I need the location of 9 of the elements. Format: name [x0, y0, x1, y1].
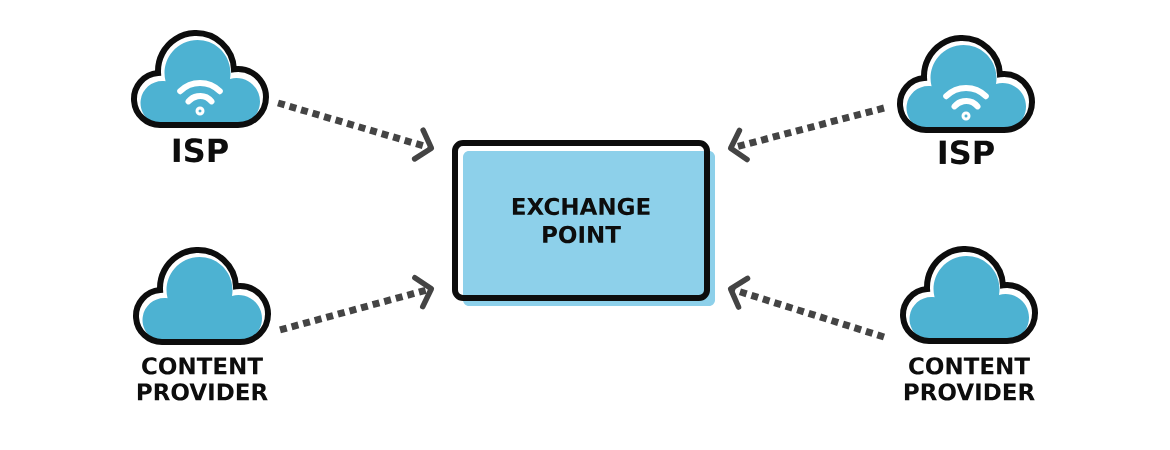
cloud-label: CONTENT PROVIDER: [137, 357, 268, 401]
cloud-label: CONTENT PROVIDER: [904, 357, 1035, 401]
dotted-arrow: [279, 274, 435, 334]
dotted-arrow: [727, 104, 885, 163]
dotted-arrow: [727, 275, 886, 341]
cloud-label: ISP: [173, 138, 228, 163]
dotted-arrow: [277, 99, 435, 162]
cloud-label: ISP: [939, 140, 994, 165]
process-box: EXCHANGE POINT: [452, 140, 715, 306]
